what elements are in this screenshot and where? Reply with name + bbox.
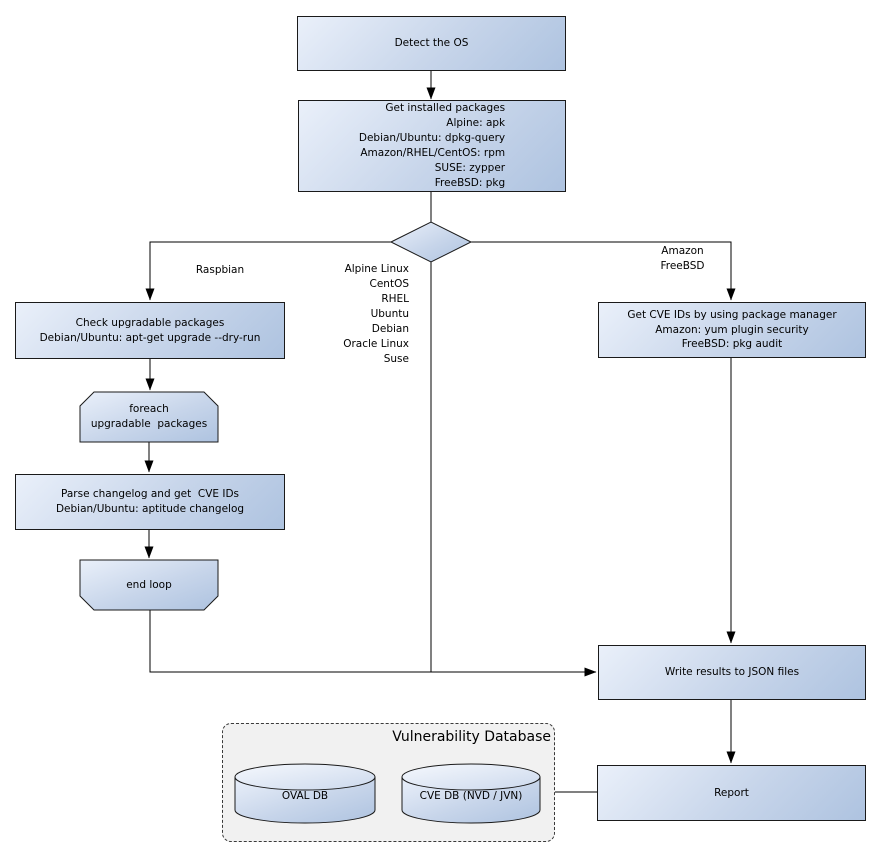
node-write-results-json-label: Write results to JSON files	[664, 666, 800, 679]
connector-endloop-to-write	[149, 610, 597, 677]
foreach-loop-shape	[79, 391, 219, 443]
branch-label-os-list: Alpine Linux CentOS RHEL Ubuntu Debian O…	[343, 263, 409, 365]
foreach-loop-label: foreach upgradable packages	[90, 403, 208, 430]
node-parse-changelog-label: Parse changelog and get CVE IDs Debian/U…	[55, 488, 245, 515]
vulnerability-database-title: Vulnerability Database	[392, 729, 551, 745]
end-loop-label: end loop	[126, 578, 172, 591]
node-check-upgradable-packages: Check upgradable packages Debian/Ubuntu:…	[15, 302, 285, 359]
node-detect-os: Detect the OS	[297, 16, 566, 71]
node-check-upgradable-packages-label: Check upgradable packages Debian/Ubuntu:…	[39, 316, 261, 344]
node-detect-os-label: Detect the OS	[394, 37, 469, 50]
node-parse-changelog: Parse changelog and get CVE IDs Debian/U…	[15, 474, 285, 530]
decision-diamond	[389, 221, 473, 263]
node-write-results-json: Write results to JSON files	[598, 645, 866, 700]
node-get-cve-ids: Get CVE IDs by using package manager Ama…	[598, 302, 866, 358]
branch-label-amazon-freebsd: Amazon FreeBSD	[660, 245, 705, 272]
branch-label-raspbian: Raspbian	[195, 264, 245, 276]
node-report: Report	[597, 765, 866, 821]
node-report-label: Report	[714, 786, 749, 799]
node-get-cve-ids-label: Get CVE IDs by using package manager Ama…	[627, 308, 837, 351]
node-get-installed-packages-label: Get installed packages Alpine: apk Debia…	[358, 102, 506, 189]
node-get-installed-packages: Get installed packages Alpine: apk Debia…	[298, 100, 566, 192]
vulnerability-database-container: Vulnerability Database	[222, 723, 555, 842]
end-loop-shape	[79, 559, 219, 611]
